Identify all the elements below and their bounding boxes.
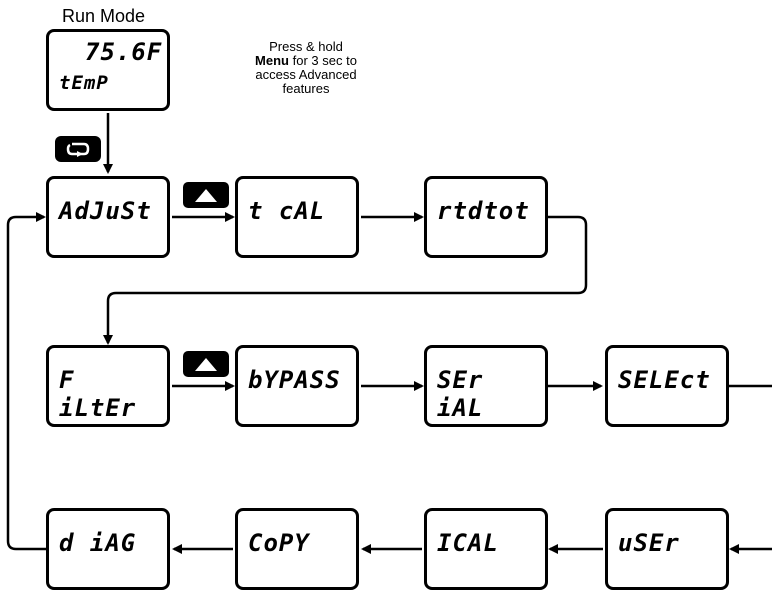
menu-box-select[interactable]: SELEct	[605, 345, 729, 427]
menu-box-label: t cAL	[248, 197, 326, 225]
note-menu-word: Menu	[255, 53, 289, 68]
menu-box-label: d iAG	[59, 529, 137, 557]
note-line4: features	[282, 81, 330, 96]
page-title: Run Mode	[62, 6, 146, 26]
menu-box-ical[interactable]: ICAL	[424, 508, 548, 590]
menu-box-tcal[interactable]: t cAL	[235, 176, 359, 258]
menu-box-rtdtot[interactable]: rtdtot	[424, 176, 548, 258]
menu-box-copy[interactable]: CoPY	[235, 508, 359, 590]
menu-box-label: SEr iAL	[437, 366, 484, 422]
menu-box-label: SELEct	[618, 366, 711, 394]
menu-box-label: F iLtEr	[59, 366, 137, 422]
menu-box-adjust[interactable]: AdJuSt	[46, 176, 170, 258]
menu-box-label: AdJuSt	[59, 197, 152, 225]
menu-box-label: uSEr	[618, 529, 680, 557]
menu-box-serial[interactable]: SEr iAL	[424, 345, 548, 427]
menu-box-label: CoPY	[248, 529, 310, 557]
menu-box-label: bYPASS	[248, 366, 341, 394]
up-arrow-icon[interactable]	[183, 182, 229, 208]
note-line2: for 3 sec to	[292, 53, 357, 68]
menu-loop-icon[interactable]	[55, 136, 101, 162]
menu-box-label: rtdtot	[437, 197, 530, 225]
run-unit: tEmP	[59, 72, 109, 94]
menu-box-diag[interactable]: d iAG	[46, 508, 170, 590]
menu-box-label: ICAL	[437, 529, 499, 557]
menu-hint-note: Press & hold Menu for 3 sec to access Ad…	[226, 40, 386, 96]
run-value: 75.6F	[85, 38, 163, 66]
up-arrow-icon[interactable]	[183, 351, 229, 377]
note-line1: Press & hold	[269, 39, 343, 54]
menu-box-filter[interactable]: F iLtEr	[46, 345, 170, 427]
run-mode-display: 75.6F tEmP	[46, 29, 170, 111]
menu-box-bypass[interactable]: bYPASS	[235, 345, 359, 427]
menu-box-user[interactable]: uSEr	[605, 508, 729, 590]
note-line3: access Advanced	[255, 67, 357, 82]
